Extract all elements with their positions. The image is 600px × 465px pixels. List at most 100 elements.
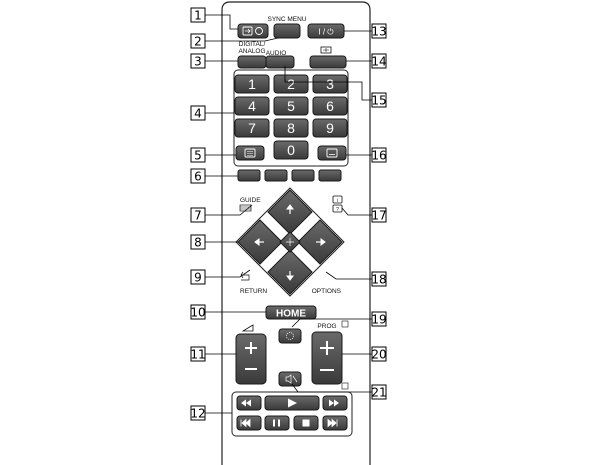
- callout-box-6: [190, 168, 206, 184]
- play-icon: [288, 398, 297, 408]
- callout-box-12: [190, 405, 206, 421]
- prog-up-icon: [320, 341, 334, 355]
- subtitle-button[interactable]: [317, 145, 347, 161]
- callout-box-4: [190, 105, 206, 121]
- yellow-button[interactable]: [291, 169, 315, 182]
- home-button[interactable]: [265, 305, 317, 320]
- digit-4-label: 4: [248, 98, 256, 114]
- input-button[interactable]: [237, 23, 269, 39]
- callout-box-15: [371, 92, 387, 108]
- volume-rocker[interactable]: [235, 333, 267, 385]
- audio-label: AUDIO: [266, 50, 287, 57]
- callout-box-17: [371, 207, 387, 223]
- callout-number-6: 6: [194, 170, 202, 184]
- callout-number-19: 19: [371, 313, 386, 327]
- svg-text:i: i: [337, 198, 338, 204]
- rewind-icon: [241, 399, 251, 407]
- next-icon: [327, 418, 338, 428]
- callout-box-20: [371, 346, 387, 362]
- digit-9-label: 9: [326, 120, 334, 136]
- mute-icon: [285, 374, 298, 384]
- callout-leader-lines: [205, 14, 372, 414]
- callout-box-1: [190, 7, 206, 23]
- callout-number-18: 18: [371, 273, 386, 287]
- digit-3-button[interactable]: [312, 74, 348, 94]
- digit-7-label: 7: [248, 120, 256, 136]
- return-icon: [240, 271, 250, 281]
- digit-5-button[interactable]: [273, 96, 309, 116]
- callout-box-16: [371, 147, 387, 163]
- digit-1-label: 1: [248, 76, 256, 92]
- digit-0-button[interactable]: [273, 140, 309, 160]
- sync-menu-button[interactable]: [273, 23, 301, 39]
- teletext-icon: [244, 148, 256, 158]
- home-label: HOME: [276, 309, 306, 320]
- digit-2-button[interactable]: [273, 74, 309, 94]
- callout-box-3: [190, 53, 206, 69]
- green-button[interactable]: [264, 169, 288, 182]
- mute-button[interactable]: [278, 371, 302, 387]
- digit-9-button[interactable]: [312, 118, 348, 138]
- callout-number-14: 14: [371, 55, 386, 69]
- subtitle-icon: [326, 148, 338, 158]
- digit-7-button[interactable]: [234, 118, 270, 138]
- pause-button[interactable]: [264, 415, 290, 431]
- red-button[interactable]: [237, 169, 261, 182]
- options-label: OPTIONS: [312, 288, 342, 295]
- prog-label: PROG: [317, 323, 336, 330]
- callout-number-10: 10: [190, 306, 205, 320]
- callout-number-2: 2: [194, 35, 202, 49]
- wide-mode-button[interactable]: [309, 55, 347, 69]
- callout-box-10: [190, 304, 206, 320]
- digit-0-label: 0: [287, 142, 295, 158]
- return-label: RETURN: [240, 288, 267, 295]
- digit-6-label: 6: [326, 98, 334, 114]
- callout-box-14: [371, 53, 387, 69]
- volume-up-icon: [245, 342, 257, 354]
- audio-button[interactable]: [265, 55, 295, 69]
- d-pad: [235, 187, 345, 297]
- digit-4-button[interactable]: [234, 96, 270, 116]
- callout-number-20: 20: [371, 348, 386, 362]
- callout-box-9: [190, 269, 206, 285]
- digit-1-button[interactable]: [234, 74, 270, 94]
- digit-8-label: 8: [287, 120, 295, 136]
- digit-8-button[interactable]: [273, 118, 309, 138]
- pause-icon: [273, 419, 280, 427]
- digit-6-button[interactable]: [312, 96, 348, 116]
- callout-number-16: 16: [371, 149, 386, 163]
- svg-text:?: ?: [336, 207, 339, 213]
- callout-number-9: 9: [194, 271, 202, 285]
- prog-page-icons: [341, 320, 349, 390]
- callout-number-13: 13: [371, 25, 386, 39]
- digit-3-label: 3: [326, 76, 334, 92]
- blue-button[interactable]: [318, 169, 342, 182]
- callout-box-18: [371, 271, 387, 287]
- callout-number-4: 4: [194, 107, 202, 121]
- callout-box-5: [190, 147, 206, 163]
- teletext-button[interactable]: [235, 145, 265, 161]
- callout-box-13: [371, 23, 387, 39]
- digital-analog-button[interactable]: [237, 55, 267, 69]
- callout-box-2: [190, 33, 206, 49]
- fast-forward-icon: [329, 399, 339, 407]
- power-icon: I / ⏻: [318, 28, 334, 37]
- digit-2-label: 2: [287, 76, 295, 92]
- callout-number-12: 12: [190, 407, 205, 421]
- callout-number-15: 15: [371, 94, 386, 108]
- wide-mode-icon: [320, 46, 332, 54]
- callout-box-21: [371, 384, 387, 400]
- callout-number-3: 3: [194, 55, 202, 69]
- digital-analog-label: DIGITAL/ANALOG: [238, 41, 265, 55]
- callout-number-8: 8: [194, 236, 202, 250]
- input-icon: [242, 26, 263, 36]
- playback-frame: [231, 391, 353, 437]
- guide-label: GUIDE: [240, 197, 261, 204]
- callout-number-17: 17: [371, 209, 386, 223]
- 3d-button[interactable]: [278, 328, 302, 344]
- prog-rocker[interactable]: [311, 331, 343, 385]
